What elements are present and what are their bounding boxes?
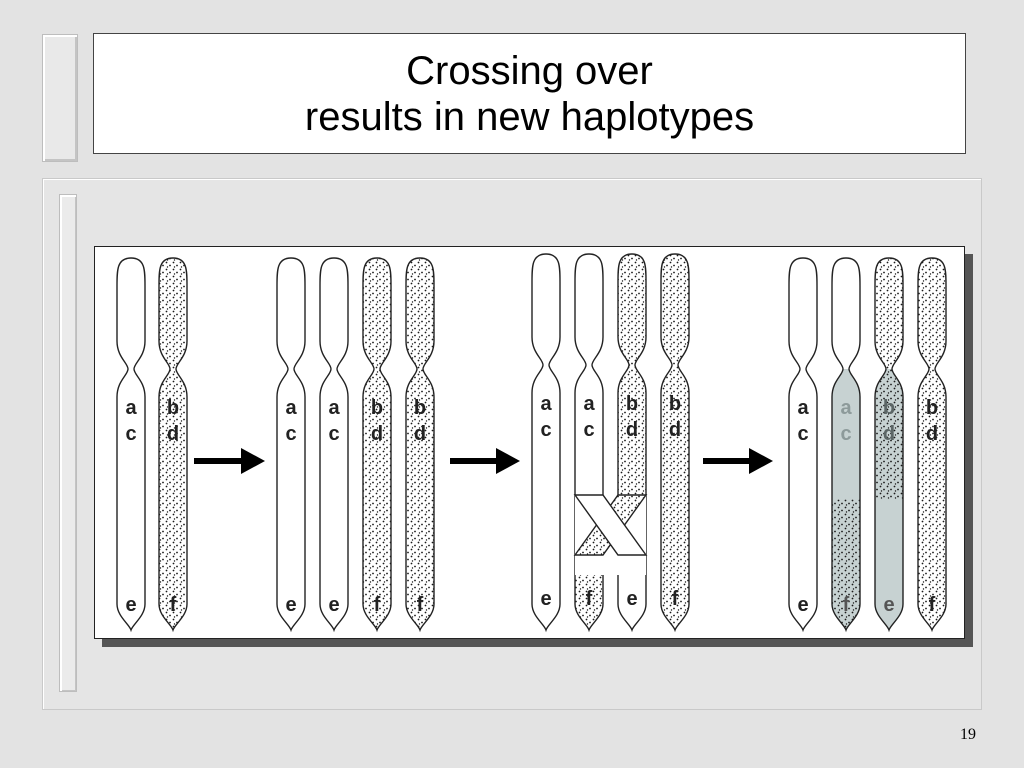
gene-label: a: [797, 397, 809, 419]
gene-label: e: [125, 594, 136, 616]
gene-label: e: [626, 588, 637, 610]
page-number: 19: [960, 726, 976, 743]
gene-label: e: [285, 594, 296, 616]
gene-label: d: [414, 423, 426, 445]
gene-label: a: [125, 397, 137, 419]
arrow-2: [450, 448, 520, 474]
title-box: Crossing over results in new haplotypes: [93, 33, 966, 154]
gene-label: f: [929, 594, 936, 616]
gene-label: a: [583, 393, 595, 415]
gene-label: b: [669, 393, 681, 415]
gene-label: a: [840, 397, 852, 419]
gene-label: d: [669, 419, 681, 441]
arrow-3: [703, 448, 773, 474]
gene-label: f: [672, 588, 679, 610]
gene-label: d: [626, 419, 638, 441]
gene-label: b: [371, 397, 383, 419]
chromosome-2-1: ac e: [276, 257, 306, 633]
chromosome-1-1: ac e: [116, 257, 146, 633]
gene-label: b: [167, 397, 179, 419]
gene-label: f: [417, 594, 424, 616]
gene-label: c: [540, 419, 551, 441]
gene-label: f: [170, 594, 177, 616]
chromosome-3-1: ac e: [531, 253, 561, 633]
gene-label: a: [328, 397, 340, 419]
stage-1: ac e bd f: [116, 257, 188, 633]
gene-label: c: [840, 423, 851, 445]
gene-label: f: [374, 594, 381, 616]
gene-label: c: [285, 423, 296, 445]
gene-label: e: [328, 594, 339, 616]
gene-label: e: [540, 588, 551, 610]
gene-label: d: [371, 423, 383, 445]
gene-label: d: [167, 423, 179, 445]
chromosome-4-3: bd e: [874, 257, 904, 633]
gene-label: b: [626, 393, 638, 415]
gene-label: c: [328, 423, 339, 445]
chromosome-4-4: bd f: [917, 257, 947, 633]
gene-label: a: [285, 397, 297, 419]
chromosome-2-2: ac e: [319, 257, 349, 633]
gene-label: c: [125, 423, 136, 445]
gene-label: a: [540, 393, 552, 415]
chromosome-3-4: bd f: [660, 253, 690, 633]
chromosome-4-2: ac f: [831, 257, 861, 633]
gene-label: f: [586, 588, 593, 610]
slide-title-line-1: Crossing over: [406, 48, 653, 93]
gene-label: b: [926, 397, 938, 419]
chromosome-2-4: bd f: [405, 257, 435, 633]
arrow-1: [194, 448, 265, 474]
title-tab: [42, 34, 78, 162]
gene-label: d: [883, 423, 895, 445]
diagram-canvas: acebdfaceacebdfbdfaceacfbdebdfaceacfbdeb…: [116, 253, 947, 633]
chromosome-2-3: bd f: [362, 257, 392, 633]
gene-label: c: [583, 419, 594, 441]
left-decorative-bar: [59, 194, 77, 692]
gene-label: b: [414, 397, 426, 419]
chromosome-1-2: bd f: [158, 257, 188, 633]
gene-label: c: [797, 423, 808, 445]
gene-label: e: [797, 594, 808, 616]
gene-label: e: [883, 594, 894, 616]
crossover-junction: [573, 494, 648, 575]
gene-label: b: [883, 397, 895, 419]
chromosome-4-1: ac e: [788, 257, 818, 633]
gene-label: d: [926, 423, 938, 445]
gene-label: f: [843, 594, 850, 616]
slide-title-line-2: results in new haplotypes: [304, 94, 755, 139]
